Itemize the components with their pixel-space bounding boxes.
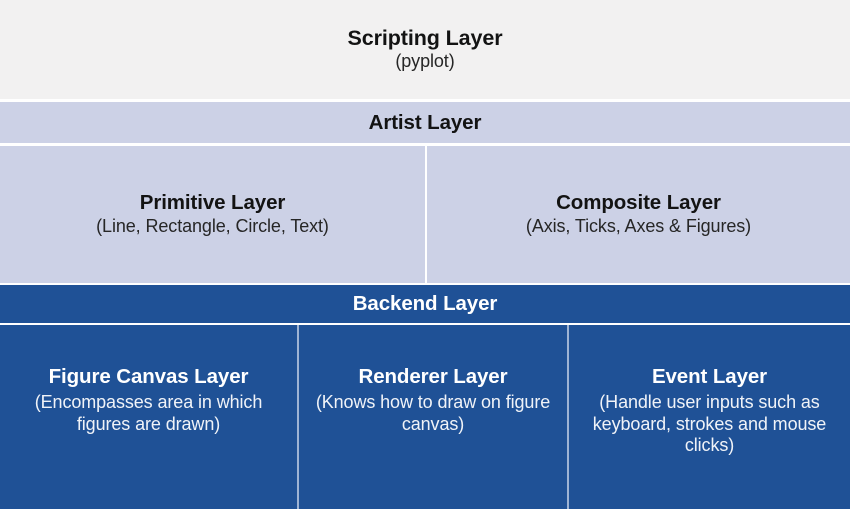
backend-layer-sub-band: Figure Canvas Layer (Encompasses area in… bbox=[0, 325, 850, 509]
primitive-layer-cell: Primitive Layer (Line, Rectangle, Circle… bbox=[0, 146, 425, 283]
renderer-layer-subtitle: (Knows how to draw on figure canvas) bbox=[315, 391, 551, 434]
artist-layer-header-cell: Artist Layer bbox=[0, 102, 850, 143]
figure-canvas-layer-cell: Figure Canvas Layer (Encompasses area in… bbox=[0, 325, 297, 509]
primitive-layer-title: Primitive Layer bbox=[139, 190, 286, 214]
artist-layer-title: Artist Layer bbox=[368, 110, 482, 134]
scripting-layer-title: Scripting Layer bbox=[347, 25, 503, 50]
scripting-layer-subtitle: (pyplot) bbox=[395, 51, 455, 72]
composite-layer-title: Composite Layer bbox=[556, 190, 721, 214]
renderer-layer-cell: Renderer Layer (Knows how to draw on fig… bbox=[297, 325, 567, 509]
event-layer-subtitle: (Handle user inputs such as keyboard, st… bbox=[592, 391, 827, 456]
backend-layer-header-band: Backend Layer bbox=[0, 285, 850, 323]
event-layer-cell: Event Layer (Handle user inputs such as … bbox=[567, 325, 850, 509]
backend-layer-header-cell: Backend Layer bbox=[0, 285, 850, 323]
artist-layer-sub-band: Primitive Layer (Line, Rectangle, Circle… bbox=[0, 146, 850, 283]
scripting-layer-cell: Scripting Layer (pyplot) bbox=[0, 0, 850, 99]
figure-canvas-layer-subtitle: (Encompasses area in which figures are d… bbox=[34, 391, 263, 434]
renderer-layer-title: Renderer Layer bbox=[358, 365, 508, 388]
composite-layer-cell: Composite Layer (Axis, Ticks, Axes & Fig… bbox=[425, 146, 850, 283]
backend-layer-title: Backend Layer bbox=[352, 292, 498, 316]
event-layer-title: Event Layer bbox=[651, 365, 768, 388]
primitive-layer-subtitle: (Line, Rectangle, Circle, Text) bbox=[96, 216, 329, 237]
scripting-layer-band: Scripting Layer (pyplot) bbox=[0, 0, 850, 99]
artist-layer-header-band: Artist Layer bbox=[0, 102, 850, 143]
figure-canvas-layer-title: Figure Canvas Layer bbox=[48, 365, 249, 388]
composite-layer-subtitle: (Axis, Ticks, Axes & Figures) bbox=[525, 216, 752, 237]
